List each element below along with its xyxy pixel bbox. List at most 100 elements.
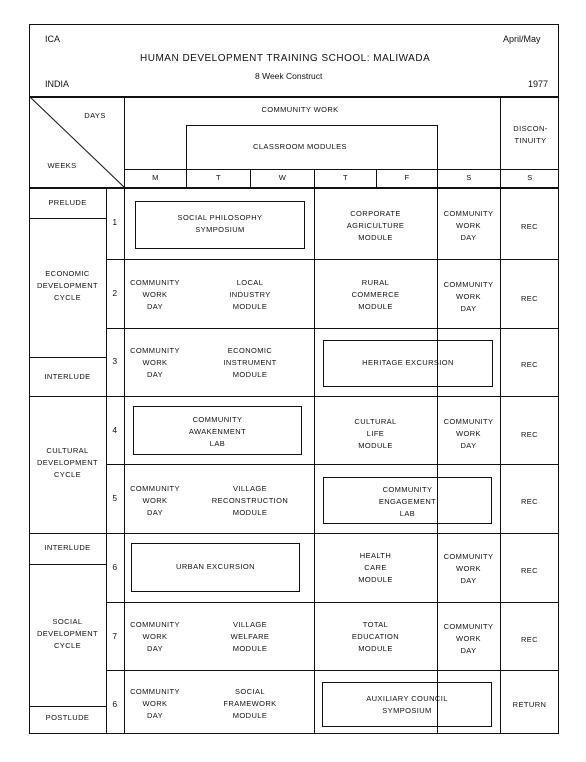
org-label: ICA [45,34,61,44]
day-header: M [152,173,159,182]
community-work-day: COMMUNITY WORK DAY [130,346,180,379]
rec-cell: REC [520,497,539,506]
classroom-bracket [186,125,187,169]
module-corporate-agriculture: CORPORATE AGRICULTURE MODULE [346,209,405,242]
phase-social: SOCIAL DEVELOPMENT CYCLE [36,617,99,650]
event-box-urban-excursion [131,543,300,592]
module-cultural-life: CULTURAL LIFE MODULE [354,417,397,450]
week-number: 5 [112,493,118,503]
phase-interlude-1: INTERLUDE [44,372,91,381]
day-header: W [278,173,287,182]
rec-cell: REC [520,294,539,303]
event-box-heritage-excursion [323,340,493,387]
community-work-day: COMMUNITY WORK DAY [443,280,494,313]
year-label: 1977 [528,79,549,89]
grid-line [106,396,559,397]
grid-line [124,169,559,170]
classroom-bracket [437,125,438,169]
event-auxiliary-council-symposium: AUXILIARY COUNCIL SYMPOSIUM [366,694,448,715]
day-header: F [404,173,410,182]
grid-line [500,96,501,734]
phase-prelude: PRELUDE [48,198,87,207]
module-health-care: HEALTH CARE MODULE [358,551,393,584]
community-work-day: COMMUNITY WORK DAY [443,417,494,450]
module-village-welfare: VILLAGE WELFARE MODULE [230,620,270,653]
rec-cell: REC [520,222,539,231]
event-heritage-excursion: HERITAGE EXCURSION [362,358,454,367]
community-work-day: COMMUNITY WORK DAY [130,484,180,517]
week-number: 3 [112,356,118,366]
phase-cultural: CULTURAL DEVELOPMENT CYCLE [36,446,99,479]
rec-cell: REC [520,430,539,439]
day-header: S [527,173,533,182]
corner-days-label: DAYS [84,111,106,120]
phase-economic: ECONOMIC DEVELOPMENT CYCLE [36,269,99,302]
phase-postlude: POSTLUDE [45,713,90,722]
event-community-engagement-lab: COMMUNITY ENGAGEMENT LAB [378,485,437,518]
grid-line [186,169,187,187]
event-box-community-engagement [323,477,492,524]
week-number: 2 [112,288,118,298]
event-box-community-awakenment [133,406,302,455]
grid-line [314,169,315,734]
community-work-day: COMMUNITY WORK DAY [443,209,494,242]
module-social-framework: SOCIAL FRAMEWORK MODULE [223,687,277,720]
event-community-awakenment-lab: COMMUNITY AWAKENMENT LAB [188,415,247,448]
module-rural-commerce: RURAL COMMERCE MODULE [351,278,400,311]
classroom-bracket [186,125,438,126]
grid-line [29,533,106,534]
outer-frame [29,24,559,734]
grid-line [437,169,438,734]
grid-line [106,533,559,534]
date-label: April/May [503,34,541,44]
event-social-philosophy-symposium: SOCIAL PHILOSOPHY SYMPOSIUM [177,213,263,234]
community-work-day: COMMUNITY WORK DAY [130,278,180,311]
day-header: S [466,173,472,182]
grid-line [29,96,559,98]
grid-line [106,670,559,671]
corner-diagonal [29,96,125,188]
module-economic-instrument: ECONOMIC INSTRUMENT MODULE [223,346,277,379]
rec-cell: REC [520,566,539,575]
rec-cell: REC [520,635,539,644]
discontinuity-header: DISCON- TINUITY [513,124,548,145]
community-work-day: COMMUNITY WORK DAY [443,622,494,655]
grid-line [106,187,107,734]
event-box-social-philosophy [135,201,305,249]
module-local-industry: LOCAL INDUSTRY MODULE [229,278,271,311]
document-title: HUMAN DEVELOPMENT TRAINING SCHOOL: MALIW… [140,53,431,64]
community-work-header: COMMUNITY WORK [261,105,339,114]
event-box-auxiliary-council [322,682,492,727]
country-label: INDIA [45,79,70,89]
grid-line [250,169,251,187]
week-number: 7 [112,631,118,641]
phase-interlude-2: INTERLUDE [44,543,91,552]
module-village-reconstruction: VILLAGE RECONSTRUCTION MODULE [211,484,289,517]
module-total-education: TOTAL EDUCATION MODULE [351,620,400,653]
grid-line [29,218,106,219]
grid-line [106,259,559,260]
grid-line [29,357,106,358]
week-number: 1 [112,217,118,227]
event-urban-excursion: URBAN EXCURSION [176,562,255,571]
week-number: 4 [112,425,118,435]
community-work-day: COMMUNITY WORK DAY [443,552,494,585]
grid-line [29,564,106,565]
grid-line [376,169,377,187]
grid-line [106,328,559,329]
document-subtitle: 8 Week Construct [255,71,323,81]
grid-line [29,187,559,189]
corner-weeks-label: WEEKS [47,161,77,170]
community-work-day: COMMUNITY WORK DAY [130,620,180,653]
return-cell: RETURN [512,700,547,709]
grid-line [106,602,559,603]
day-header: T [216,173,221,182]
day-header: T [343,173,348,182]
grid-line [29,396,106,397]
grid-line [124,96,125,734]
grid-line [29,706,106,707]
week-number: 6 [112,562,118,572]
community-work-day: COMMUNITY WORK DAY [130,687,180,720]
classroom-modules-header: CLASSROOM MODULES [253,142,347,151]
